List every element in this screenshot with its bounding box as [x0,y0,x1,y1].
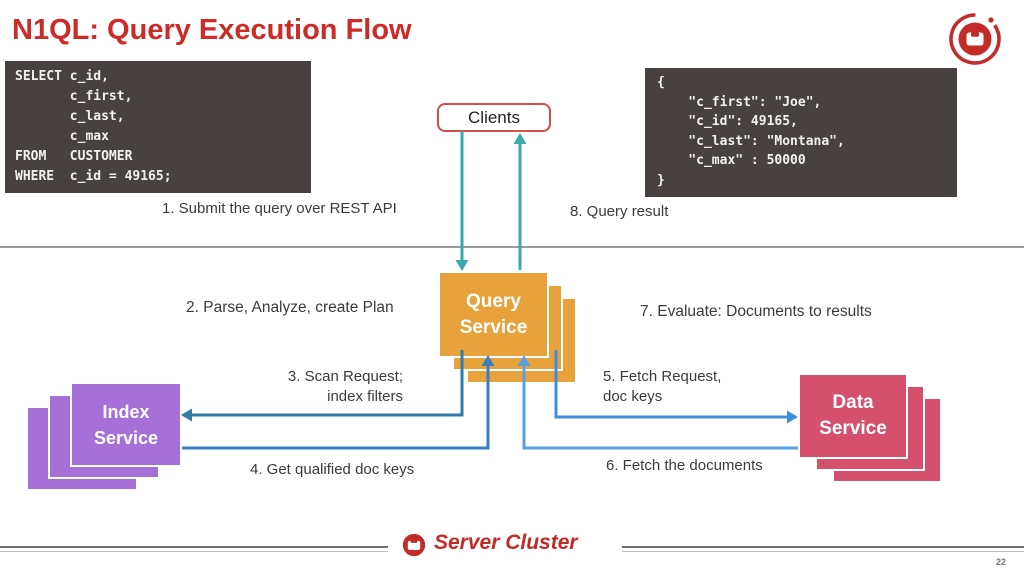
step-3-label: 3. Scan Request; index filters [250,367,403,407]
page-title: N1QL: Query Execution Flow [12,14,412,46]
logo-ring [949,13,1001,65]
couch-notch [971,32,979,37]
step-1-label: 1. Submit the query over REST API [162,200,397,217]
arrow-scan-request-head [181,408,192,422]
data-service-label: Data Service [819,392,887,439]
code-line: } [657,172,665,188]
step-3-line2: index filters [327,388,403,405]
step-8-label: 8. Query result [570,203,669,220]
step-2-label: 2. Parse, Analyze, create Plan [186,299,394,316]
section-divider-line [0,246,1024,248]
clients-label: Clients [468,107,520,127]
step-7-label: 7. Evaluate: Documents to results [640,303,872,320]
code-line: c_max [15,129,109,144]
code-line: { [657,75,665,90]
code-line: FROM CUSTOMER [15,149,133,164]
code-line: WHERE c_id = 49165; [15,169,172,184]
data-service-box: Data Service [798,373,908,459]
index-service-box: Index Service [70,382,182,467]
footer-line-right [622,546,1024,552]
couch-shape [966,32,984,46]
code-line: SELECT c_id, [15,69,109,84]
step-5-line1: 5. Fetch Request, [603,368,722,385]
query-service-label: Query Service [459,290,528,338]
step-3-line1: 3. Scan Request; [287,368,403,385]
couch-shape [407,540,421,550]
couchbase-logo-icon [946,10,1004,73]
code-line: "c_last": "Montana", [657,133,845,149]
step-5-line2: doc keys [603,388,663,405]
footer-title: Server Cluster [434,531,578,554]
couchbase-logo-icon [402,533,426,562]
index-service-label: Index Service [93,401,159,448]
step-4-label: 4. Get qualified doc keys [250,461,415,478]
query-service-box: Query Service [438,271,549,358]
json-result-code-block: { "c_first": "Joe", "c_id": 49165, "c_la… [645,68,957,197]
logo-dot [988,17,994,23]
step-5-label: 5. Fetch Request, doc keys [603,367,721,407]
step-6-label: 6. Fetch the documents [606,457,763,474]
code-line: c_first, [15,89,133,104]
sql-query-code-block: SELECT c_id, c_first, c_last, c_max FROM… [5,61,311,193]
clients-node: Clients [437,103,551,132]
arrow-query-result-head [513,133,527,144]
page-number: 22 [996,557,1007,567]
arrow-submit-query-head [455,260,469,271]
footer-line-left [0,546,388,552]
arrow-fetch-request-head [787,410,798,424]
code-line: "c_id": 49165, [657,114,798,129]
code-line: c_last, [15,109,125,124]
code-line: "c_max" : 50000 [657,153,806,168]
code-line: "c_first": "Joe", [657,94,822,110]
couch-notch [410,539,418,543]
